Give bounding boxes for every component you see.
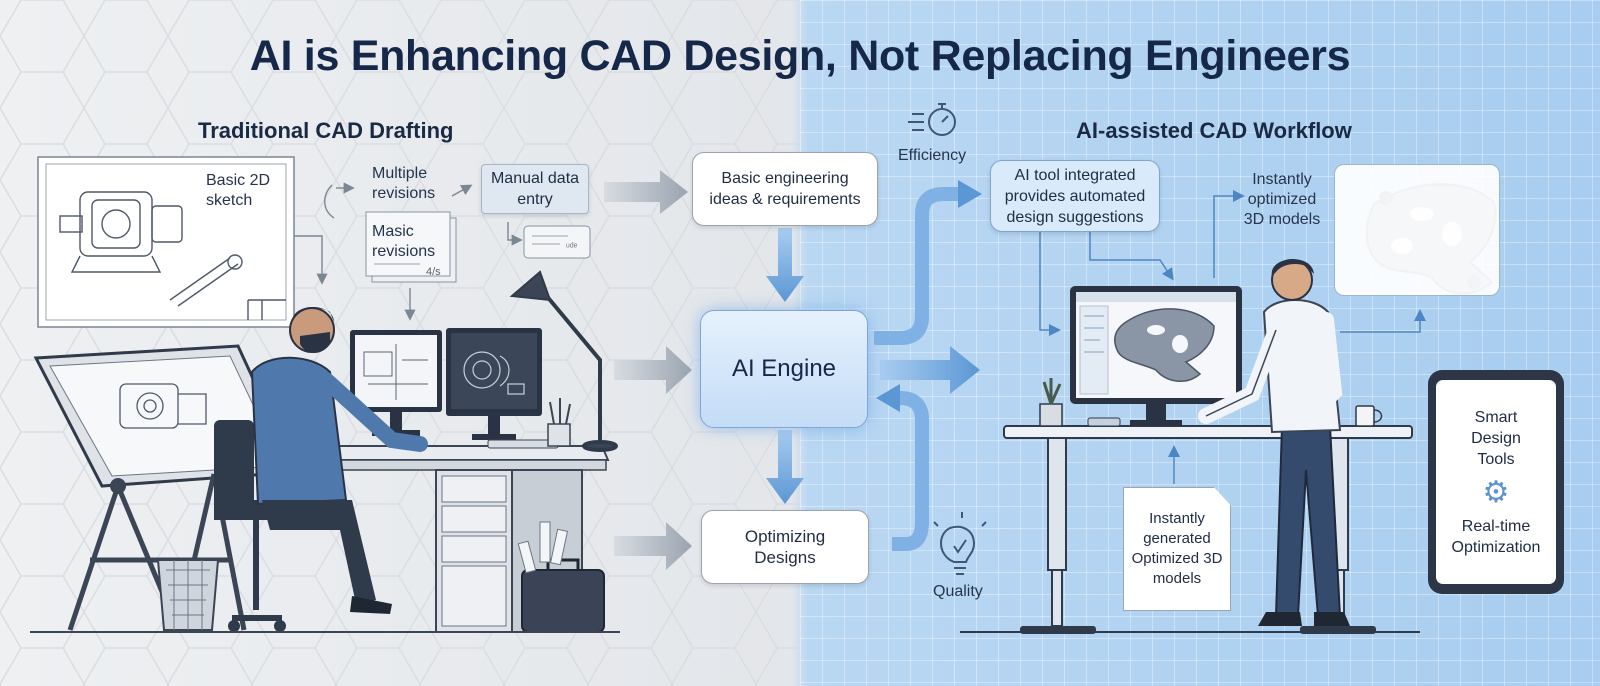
left-flow-arrows	[294, 182, 523, 321]
lightbulb-icon	[933, 512, 987, 575]
ideas-card: Basic engineering ideas & requirements	[692, 152, 878, 226]
model-preview-card	[1334, 164, 1500, 296]
instant-models-label: Instantly optimized 3D models	[1243, 171, 1321, 228]
ai-assisted-heading: AI-assisted CAD Workflow	[1076, 118, 1352, 143]
gray-flow-arrows	[604, 170, 692, 570]
data-note	[523, 225, 591, 259]
ai-integrated-card: AI tool integrated provides automated de…	[990, 160, 1160, 232]
efficiency-label: Efficiency	[898, 147, 967, 164]
desk-plant	[1039, 378, 1063, 427]
manual-entry-card: Manual data entry	[481, 164, 589, 214]
ai-engine-box: AI Engine	[700, 310, 868, 428]
generated-models-doc: Instantly generated Optimized 3D models	[1123, 487, 1231, 611]
manual-entry-label: Manual data entry	[490, 170, 580, 208]
ai-engine-label: AI Engine	[731, 355, 837, 382]
blue-flow-arrows	[766, 180, 982, 551]
tablet-title: Smart Design Tools	[1471, 408, 1521, 468]
gear-icon: ⚙	[1482, 475, 1510, 509]
ai-engineer	[1198, 259, 1350, 626]
tablet-subtitle: Real-time Optimization	[1451, 517, 1541, 556]
revision-count: 4/s	[426, 266, 441, 278]
briefcase	[517, 521, 605, 633]
traditional-heading: Traditional CAD Drafting	[198, 118, 454, 143]
stopwatch-icon	[908, 103, 956, 136]
note-tag: ᵘᵈᵉ	[566, 242, 578, 253]
tablet-screen: Smart Design Tools ⚙ Real-time Optimizat…	[1436, 380, 1556, 584]
coffee-mug	[1355, 405, 1383, 427]
optimizing-card: Optimizing Designs	[701, 510, 869, 584]
desk-lamp	[509, 270, 618, 452]
cad-monitor	[1070, 286, 1242, 427]
sketch-label: Basic 2D sketch	[206, 172, 271, 209]
optimizing-label: Optimizing Designs	[744, 527, 826, 567]
revision-papers	[365, 211, 457, 283]
page-title: AI is Enhancing CAD Design, Not Replacin…	[249, 32, 1351, 80]
blueprint-sheet	[37, 156, 295, 328]
right-flow-lines	[1039, 190, 1426, 484]
waste-basket	[156, 559, 220, 631]
multiple-revisions-label: Multiple revisions	[372, 165, 436, 202]
generated-models-label: Instantly generated Optimized 3D models	[1131, 510, 1223, 587]
dual-monitors	[350, 328, 559, 449]
quality-label: Quality	[933, 583, 983, 600]
masic-revisions-label: Masic revisions	[372, 223, 436, 260]
smart-tools-tablet: Smart Design Tools ⚙ Real-time Optimizat…	[1428, 370, 1564, 594]
ideas-label: Basic engineering ideas & requirements	[709, 170, 861, 208]
traditional-engineer	[214, 307, 428, 632]
ai-integrated-label: AI tool integrated provides automated de…	[1004, 166, 1146, 226]
pencil-cup	[547, 398, 571, 447]
